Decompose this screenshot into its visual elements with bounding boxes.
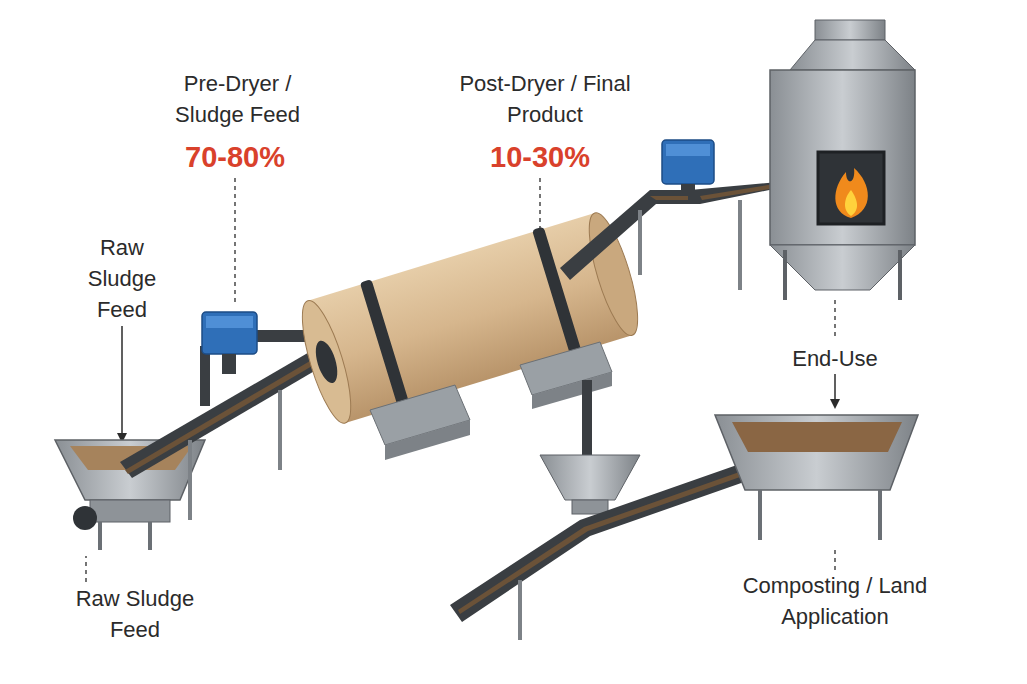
furnace-cyclone-part [790, 40, 915, 70]
sensor-box-part [202, 312, 257, 354]
product-hopper-part [715, 415, 918, 490]
sensor-box [662, 140, 714, 196]
moisture-value: 10-30% [465, 140, 615, 174]
leader-lines-part [85, 556, 86, 582]
sensor-box-part [681, 184, 695, 196]
output-label: Composting / Land Application [735, 570, 935, 632]
product-hopper-part [878, 490, 882, 540]
feed-hopper-part [148, 522, 152, 550]
outlet-conveyor-part [650, 196, 688, 200]
pointer-arrows-part [121, 326, 123, 438]
feed-hopper-part [98, 522, 102, 550]
rotary-drum-part [293, 296, 361, 428]
discharge-chute-part [540, 455, 640, 500]
pointer-arrows-part [834, 374, 836, 404]
leader-lines-part [234, 178, 235, 305]
feed-conveyor-part [278, 390, 282, 470]
rotary-drum-part [532, 227, 582, 357]
rotary-drum-part [312, 338, 342, 385]
input-label: Raw Sludge Feed [72, 232, 172, 325]
bottom-conveyor-part [458, 457, 785, 614]
leader-lines-part [834, 300, 835, 340]
leader-lines-part [834, 548, 835, 570]
feed-conveyor-part [125, 348, 336, 474]
feed-conveyor-part [200, 346, 210, 406]
discharge-chute [540, 380, 640, 514]
rotary-drum-part [360, 279, 410, 409]
leader-lines [86, 178, 835, 582]
bottom-conveyor [450, 450, 790, 640]
product-hopper [715, 415, 918, 540]
feed-conveyor-part [120, 340, 340, 478]
stage-label: Post-Dryer / Final Product [445, 68, 645, 130]
discharge-chute-part [582, 380, 592, 460]
furnace-cyclone-part [783, 250, 787, 300]
sensor-box-part [662, 140, 714, 184]
furnace-cyclone-part [815, 20, 885, 40]
furnace-cyclone-part [770, 70, 915, 245]
output-label: End-Use [770, 343, 900, 374]
outlet-conveyor-part [560, 190, 690, 280]
feed-conveyor [120, 330, 340, 520]
furnace-cyclone-part [898, 250, 902, 300]
outlet-conveyor-part [738, 200, 742, 290]
sensor-box [202, 312, 257, 374]
furnace-cyclone-part [770, 245, 915, 290]
discharge-chute-part [572, 500, 608, 514]
furnace-cyclone [770, 20, 915, 300]
input-label: Raw Sludge Feed [55, 583, 215, 645]
furnace-cyclone-part [835, 168, 868, 218]
product-hopper-part [758, 490, 762, 540]
outlet-conveyor-part [638, 210, 642, 275]
stage-label: Pre-Dryer / Sludge Feed [150, 68, 325, 130]
feed-hopper-part [90, 500, 170, 522]
feed-hopper-part [73, 506, 97, 530]
drum-supports-part [385, 420, 470, 460]
drum-supports-part [532, 372, 612, 409]
product-hopper-part [732, 422, 902, 452]
furnace-cyclone-part [845, 190, 857, 216]
drum-supports [370, 342, 612, 460]
sensor-box-part [222, 354, 236, 374]
moisture-value: 70-80% [160, 140, 310, 174]
furnace-cyclone-part [818, 152, 884, 224]
bottom-conveyor-part [518, 580, 522, 640]
sensor-box-part [666, 144, 710, 156]
sensor-box-part [206, 316, 253, 328]
feed-conveyor-part [188, 440, 192, 520]
